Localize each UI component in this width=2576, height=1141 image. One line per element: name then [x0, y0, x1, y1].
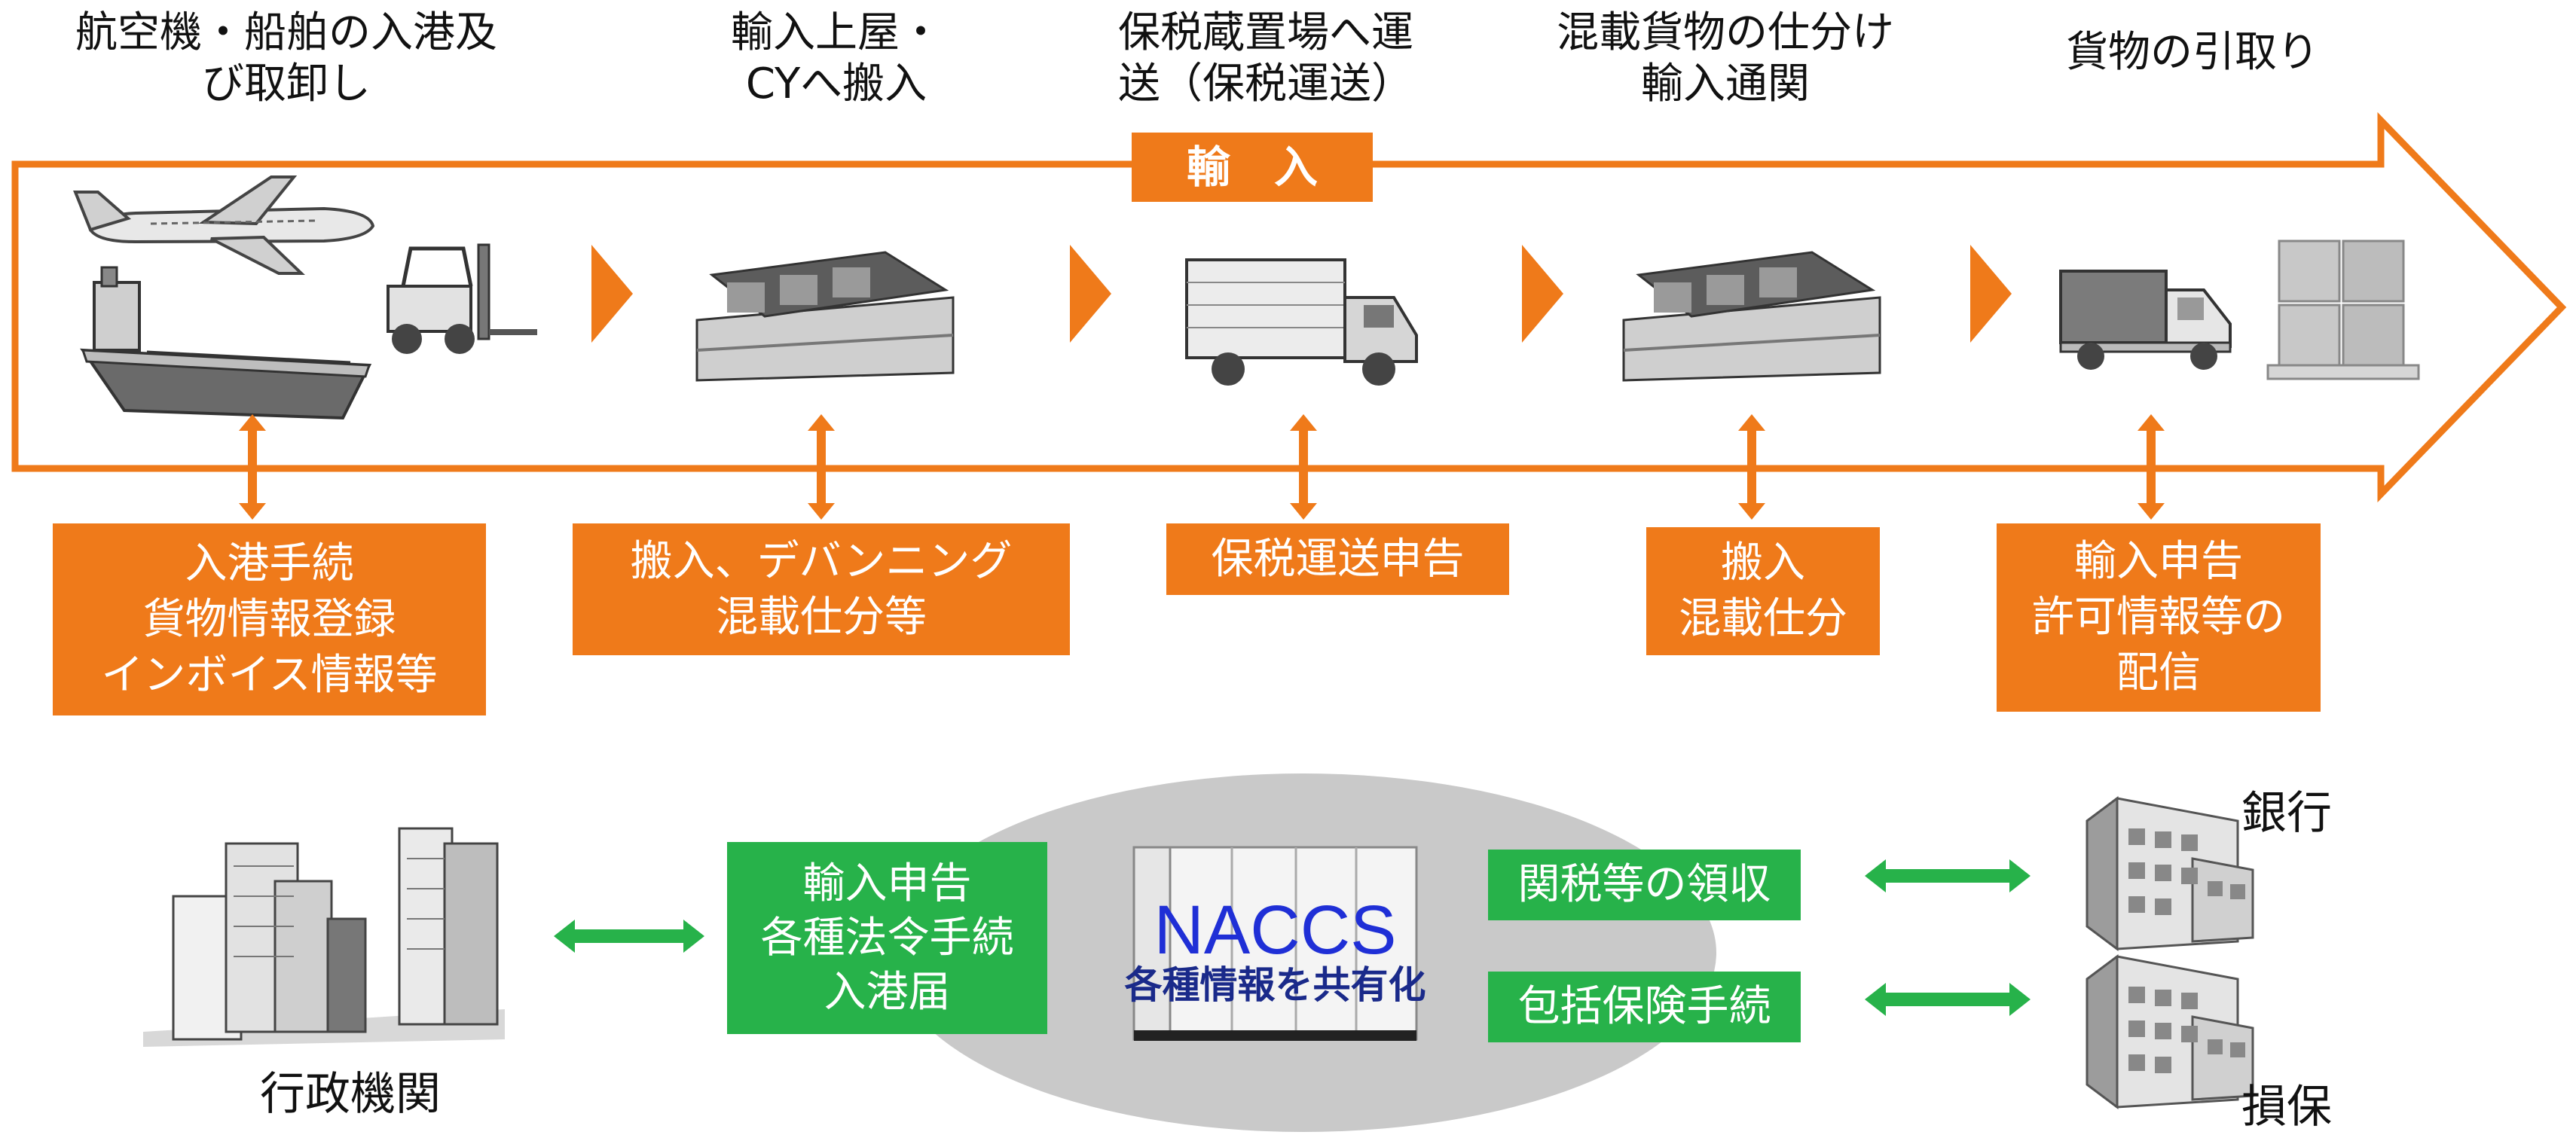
bank-building-icon [2086, 796, 2254, 951]
double-arrow-icon [1290, 414, 1317, 520]
airplane-icon [73, 175, 375, 275]
stage-3-procedure-box: 保税運送申告 [1166, 523, 1509, 595]
insurance-procedure-text: 包括保険手続 [1517, 982, 1771, 1031]
government-label: 行政機関 [260, 1068, 441, 1121]
stage-3-title: 保税蔵置場へ運 送（保税運送） [1085, 8, 1447, 110]
double-arrow-icon [239, 414, 266, 520]
stage-2-title: 輸入上屋・ CYへ搬入 [678, 8, 995, 110]
chevron-right-icon [591, 245, 633, 343]
naccs-procedure-line: 各種法令手続 [760, 913, 1014, 963]
naccs-procedures-box: 輸入申告 各種法令手続 入港届 [727, 842, 1047, 1034]
chevron-right-icon [1970, 245, 2012, 343]
double-arrow-icon [1738, 414, 1765, 520]
stage-1-title: 航空機・船舶の入港及 び取卸し [45, 8, 527, 110]
naccs-title: NACCS [1154, 892, 1397, 969]
stage-5-title: 貨物の引取り [2034, 27, 2351, 78]
import-label-text: 輸 入 [1186, 142, 1318, 193]
import-label-box: 輸 入 [1132, 133, 1373, 202]
stage-1-procedure-box: 入港手続 貨物情報登録 インボイス情報等 [53, 523, 486, 715]
stage-4-procedure-line: 混載仕分 [1679, 594, 1847, 643]
naccs-subtitle: 各種情報を共有化 [1124, 963, 1426, 1007]
bank-label: 銀行 [2241, 787, 2332, 840]
stage-3-title-line1: 保税蔵置場へ運 [1118, 8, 1413, 57]
insurance-procedure-box: 包括保険手続 [1488, 972, 1801, 1042]
warehouse-icon [1622, 251, 1881, 382]
stage-5-procedure-line: 許可情報等の [2032, 593, 2285, 642]
stage-1-title-line1: 航空機・船舶の入港及 [75, 8, 497, 57]
double-arrow-icon [1865, 859, 2031, 892]
warehouse-icon [695, 251, 955, 382]
truck-icon [1185, 258, 1418, 386]
stage-4-title-line2: 輸入通関 [1641, 59, 1810, 108]
stage-1-title-line2: び取卸し [202, 59, 371, 108]
stage-1-procedure-line: 貨物情報登録 [142, 594, 396, 644]
stage-2-title-line2: CYへ搬入 [745, 59, 927, 108]
stage-5-title-line1: 貨物の引取り [2066, 28, 2319, 77]
ship-icon [80, 266, 372, 420]
stage-4-title-line1: 混載貨物の仕分け [1557, 8, 1894, 57]
naccs-server-icon [1132, 846, 1418, 1041]
customs-payment-box: 関税等の領収 [1488, 850, 1801, 920]
double-arrow-icon [554, 920, 704, 953]
stage-3-title-line2: 送（保税運送） [1118, 59, 1413, 108]
customs-payment-text: 関税等の領収 [1517, 860, 1771, 909]
stage-2-title-line1: 輸入上屋・ [731, 8, 942, 57]
naccs-procedure-line: 入港届 [824, 967, 951, 1017]
stage-5-procedure-line: 配信 [2116, 648, 2201, 697]
stage-4-title: 混載貨物の仕分け 輸入通関 [1529, 8, 1921, 110]
stage-4-procedure-line: 搬入 [1721, 538, 1805, 587]
stage-1-procedure-line: インボイス情報等 [101, 650, 438, 700]
chevron-right-icon [1070, 245, 1111, 343]
double-arrow-icon [2137, 414, 2165, 520]
forklift-icon [387, 243, 537, 354]
insurance-label: 損保 [2241, 1081, 2332, 1133]
stage-4-procedure-box: 搬入 混載仕分 [1646, 527, 1880, 655]
stage-2-procedure-box: 搬入、デバンニング 混載仕分等 [573, 523, 1070, 655]
office-buildings-icon [143, 827, 505, 1047]
stage-2-procedure-line: 搬入、デバンニング [630, 536, 1013, 586]
cargo-crates-icon [2266, 239, 2420, 380]
insurance-building-icon [2086, 954, 2254, 1109]
stage-5-procedure-line: 輸入申告 [2074, 537, 2243, 586]
stage-5-procedure-box: 輸入申告 許可情報等の 配信 [1997, 523, 2321, 712]
stage-1-procedure-line: 入港手続 [185, 538, 354, 588]
pickup-truck-icon [2059, 270, 2232, 370]
stage-3-procedure-line: 保税運送申告 [1211, 534, 1465, 584]
chevron-right-icon [1522, 245, 1563, 343]
double-arrow-icon [808, 414, 835, 520]
stage-2-procedure-line: 混載仕分等 [716, 592, 927, 642]
naccs-procedure-line: 輸入申告 [802, 859, 972, 908]
double-arrow-icon [1865, 983, 2031, 1016]
